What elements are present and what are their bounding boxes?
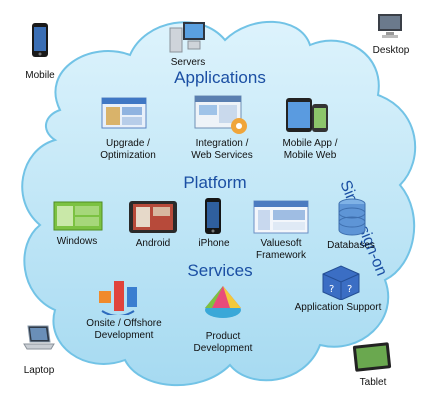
mobile-label: Mobile (25, 70, 55, 81)
mobile-app-web-icon (284, 94, 332, 136)
android-label: Android (135, 238, 171, 249)
tablet-icon (352, 342, 392, 372)
windows-icon (52, 200, 104, 232)
onsite-offshore-development-label: Onsite / Offshore Development (86, 318, 162, 341)
services-heading: Services (187, 261, 253, 280)
desktop-icon (376, 12, 404, 40)
laptop-icon (22, 322, 58, 352)
databases-icon (336, 198, 368, 238)
mobile-app-web-label: Mobile App / Mobile Web (282, 138, 338, 161)
platform-heading: Platform (183, 173, 247, 192)
valuesoft-framework-icon (253, 200, 309, 234)
databases-label: Databases (327, 240, 375, 251)
servers-icon (168, 20, 208, 54)
iphone-icon (204, 197, 222, 235)
servers-label: Servers (170, 57, 206, 68)
integration-web-services-label: Integration / Web Services (191, 138, 253, 161)
iphone-label: iPhone (198, 238, 230, 249)
mobile-phone-icon (31, 22, 49, 58)
android-tablet-icon (128, 200, 178, 234)
integration-web-services-icon (193, 94, 251, 136)
application-support-icon: ?? (319, 262, 361, 300)
product-development-label: Product Development (193, 331, 253, 354)
product-development-icon (200, 280, 246, 322)
onsite-offshore-development-icon (96, 277, 140, 315)
desktop-label: Desktop (372, 45, 410, 56)
svg-text:?: ? (347, 284, 352, 295)
windows-label: Windows (56, 236, 98, 247)
tablet-label: Tablet (359, 377, 387, 388)
upgrade-optimization-icon (100, 94, 150, 132)
svg-text:?: ? (329, 284, 334, 295)
upgrade-optimization-label: Upgrade / Optimization (100, 138, 156, 161)
application-support-label: Application Support (294, 302, 382, 313)
valuesoft-framework-label: Valuesoft Framework (255, 238, 306, 261)
applications-heading: Applications (174, 68, 266, 87)
laptop-label: Laptop (23, 365, 55, 376)
